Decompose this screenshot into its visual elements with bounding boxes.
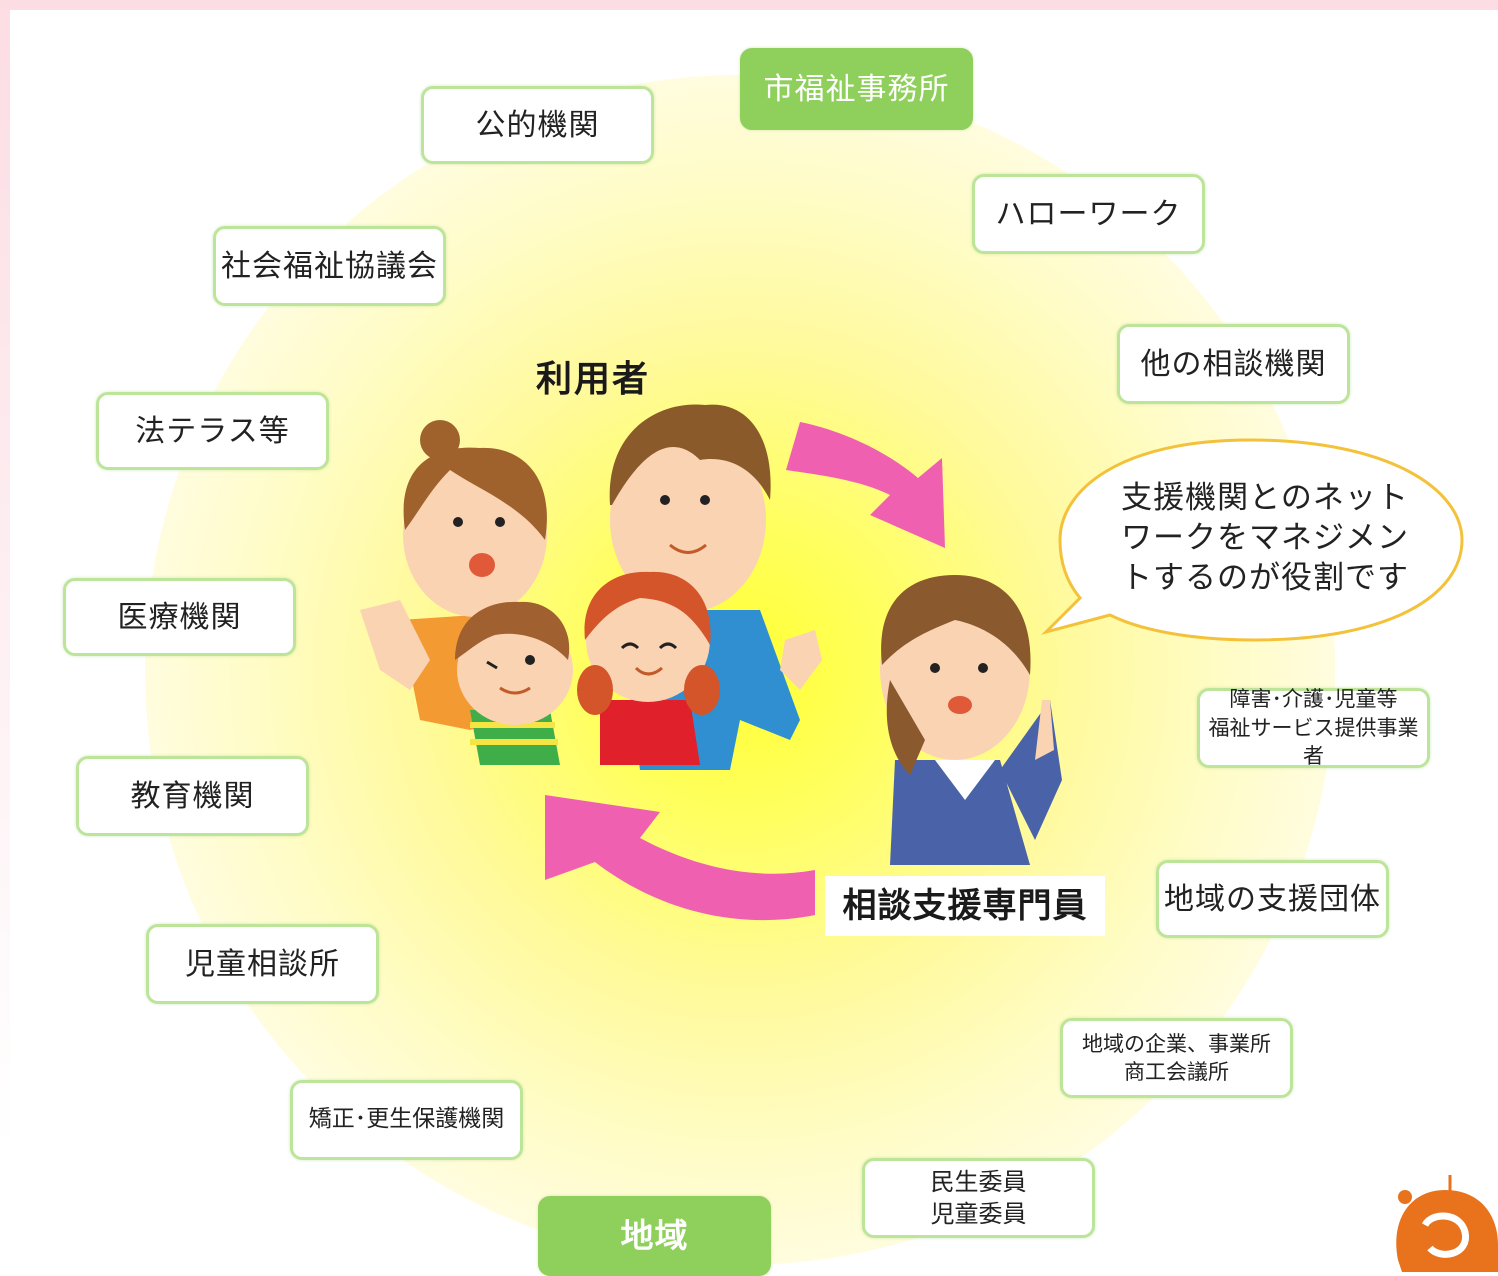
logo [1396, 1175, 1498, 1272]
node-child-consultation: 児童相談所 [146, 924, 379, 1004]
node-community: 地域 [538, 1196, 771, 1276]
node-hello-work: ハローワーク [972, 174, 1205, 254]
people-family-illustration [360, 404, 822, 770]
node-commissioners: 民生委員 児童委員 [862, 1158, 1095, 1238]
node-local-support: 地域の支援団体 [1156, 860, 1389, 938]
node-social-welfare-council: 社会福祉協議会 [213, 226, 446, 306]
node-other-consultation: 他の相談機関 [1117, 324, 1350, 404]
consultant-woman-illustration [880, 575, 1062, 865]
node-correction: 矯正･更生保護機関 [290, 1080, 523, 1160]
node-medical: 医療機関 [63, 578, 296, 656]
cycle-arrow-icon [545, 422, 945, 921]
left-border [0, 0, 10, 1272]
node-city-welfare-office: 市福祉事務所 [740, 48, 973, 130]
node-education: 教育機関 [76, 756, 309, 836]
top-border [0, 0, 1498, 10]
node-public-agency: 公的機関 [421, 86, 654, 164]
speech-bubble [1040, 438, 1464, 642]
user-title: 利用者 [536, 359, 651, 400]
specialist-label: 相談支援専門員 [825, 876, 1105, 936]
speech-bubble-text: 支援機関とのネット ワークをマネジメン トするのが役割です [1121, 480, 1409, 596]
node-welfare-providers: 障害･介護･児童等 福祉サービス提供事業者 [1197, 687, 1430, 768]
node-legal-terrace: 法テラス等 [96, 392, 329, 470]
node-local-business: 地域の企業、事業所 商工会議所 [1060, 1018, 1293, 1098]
